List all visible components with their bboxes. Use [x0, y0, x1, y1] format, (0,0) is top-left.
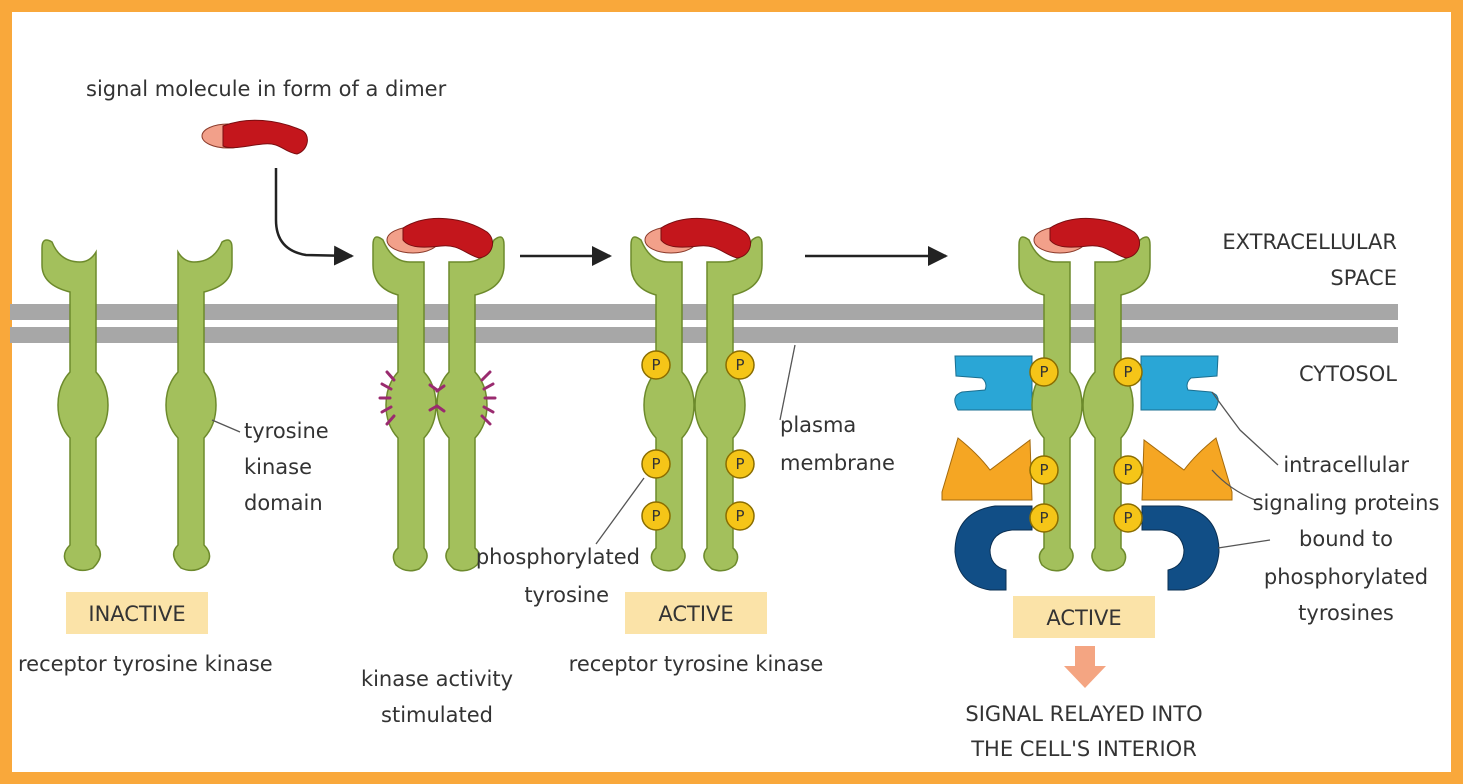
stimulated-caption-line2: stimulated [381, 703, 493, 727]
inactive-receptor-left [42, 240, 108, 570]
phosphate-group: P [726, 502, 754, 530]
intracellular-label-line1: intracellular [1283, 453, 1409, 477]
svg-text:P: P [735, 507, 744, 525]
intracellular-label-line4: phosphorylated [1264, 565, 1428, 589]
svg-text:ACTIVE: ACTIVE [658, 602, 733, 626]
inactive-caption: receptor tyrosine kinase [18, 652, 273, 676]
svg-text:P: P [1123, 363, 1132, 381]
leader-plasma-membrane [780, 345, 795, 420]
plasma-membrane-label-line2: membrane [780, 451, 895, 475]
cytosol-label: CYTOSOL [1299, 362, 1397, 386]
phosphate-group: P [1114, 456, 1142, 484]
svg-text:P: P [735, 356, 744, 374]
phosphate-group: P [726, 351, 754, 379]
active-caption: receptor tyrosine kinase [569, 652, 824, 676]
phosphate-group: P [642, 450, 670, 478]
phosphate-group: P [1030, 456, 1058, 484]
intracellular-label-line5: tyrosines [1298, 601, 1394, 625]
signal-dimer-bound-3 [1034, 218, 1140, 258]
adaptor-protein-light-blue-left [955, 356, 1032, 410]
tk-domain-label-line1: tyrosine [244, 419, 329, 443]
leader-intracellular-1 [1212, 392, 1278, 465]
signal-dimer-free [202, 120, 307, 154]
svg-text:P: P [1039, 509, 1048, 527]
phosphate-group: P [642, 351, 670, 379]
adaptor-protein-orange-left [942, 438, 1032, 500]
active-badge-1: ACTIVE [625, 592, 767, 634]
relay-arrow [1064, 646, 1106, 688]
signal-dimer-bound-2 [645, 218, 751, 258]
leader-phosphorylated-tyrosine [596, 478, 644, 544]
phosphate-group: P [1030, 504, 1058, 532]
plasma-membrane-label-line1: plasma [780, 413, 856, 437]
svg-text:P: P [651, 455, 660, 473]
signal-molecule-label: signal molecule in form of a dimer [86, 77, 447, 101]
svg-text:INACTIVE: INACTIVE [88, 602, 185, 626]
tk-domain-label-line2: kinase [244, 455, 312, 479]
phosphate-group: P [1030, 358, 1058, 386]
stimulated-receptor-pair [373, 237, 504, 571]
extracellular-label-line2: SPACE [1330, 266, 1397, 290]
leader-intracellular-3 [1218, 540, 1270, 548]
phospho-tyrosine-label-line2: tyrosine [524, 583, 609, 607]
adaptor-protein-orange-right [1142, 438, 1232, 500]
svg-text:ACTIVE: ACTIVE [1046, 606, 1121, 630]
svg-text:P: P [651, 507, 660, 525]
phosphate-group: P [642, 502, 670, 530]
plasma-membrane [10, 304, 1398, 343]
svg-text:P: P [1039, 461, 1048, 479]
adaptor-protein-light-blue-right [1141, 356, 1218, 410]
phosphate-group: P [1114, 504, 1142, 532]
stimulated-caption-line1: kinase activity [361, 667, 513, 691]
inactive-badge: INACTIVE [66, 592, 208, 634]
intracellular-label-line3: bound to [1299, 527, 1393, 551]
adaptor-protein-dark-blue-right [1142, 506, 1219, 590]
phospho-tyrosine-label-line1: phosphorylated [476, 545, 640, 569]
leader-tk-domain [212, 420, 240, 432]
tk-domain-label-line3: domain [244, 491, 323, 515]
phosphate-group: P [726, 450, 754, 478]
phosphate-group: P [1114, 358, 1142, 386]
signal-dimer-bound-1 [387, 218, 493, 258]
active-badge-2: ACTIVE [1013, 596, 1155, 638]
svg-text:P: P [735, 455, 744, 473]
inactive-receptor-right [166, 240, 232, 570]
adaptor-protein-dark-blue-left [955, 506, 1032, 590]
svg-text:P: P [1123, 509, 1132, 527]
relay-caption-line2: THE CELL'S INTERIOR [970, 737, 1197, 761]
intracellular-label-line2: signaling proteins [1253, 491, 1440, 515]
extracellular-label-line1: EXTRACELLULAR [1222, 230, 1397, 254]
svg-text:P: P [1123, 461, 1132, 479]
relay-caption-line1: SIGNAL RELAYED INTO [965, 702, 1202, 726]
svg-text:P: P [1039, 363, 1048, 381]
binding-arrow [276, 168, 352, 256]
svg-text:P: P [651, 356, 660, 374]
